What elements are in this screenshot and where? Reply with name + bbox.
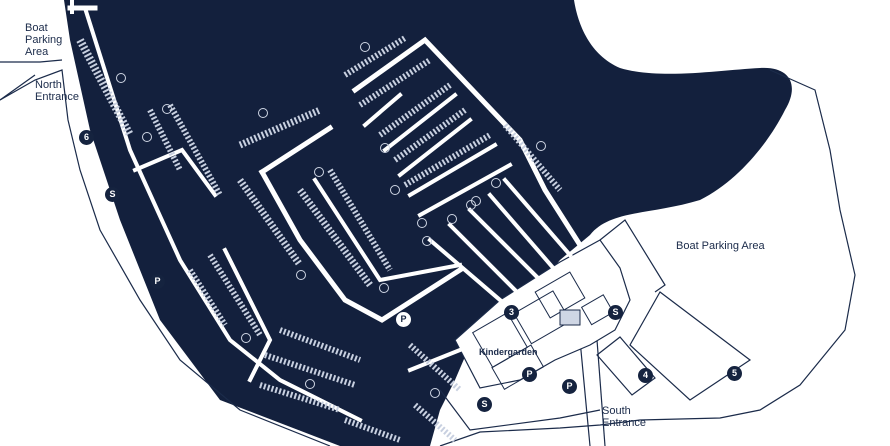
berth-marker xyxy=(116,73,126,83)
north-entrance-label: North Entrance xyxy=(35,79,80,103)
marker-4[interactable]: 4 xyxy=(638,368,653,383)
berth-marker xyxy=(422,236,432,246)
berth-marker xyxy=(447,214,457,224)
parking-marker-west[interactable]: P xyxy=(150,274,165,289)
marker-6[interactable]: 6 xyxy=(79,130,94,145)
marina-water xyxy=(64,0,792,446)
berth-marker xyxy=(142,132,152,142)
parking-marker-kindergarden[interactable]: P xyxy=(522,367,537,382)
parking-marker-water[interactable]: P xyxy=(396,312,411,327)
berth-marker xyxy=(430,388,440,398)
berth-marker xyxy=(390,185,400,195)
berth-marker xyxy=(305,379,315,389)
berth-marker xyxy=(471,196,481,206)
shoreline-outlines xyxy=(0,59,856,446)
parking-marker-south[interactable]: P xyxy=(562,379,577,394)
south-entrance-label: South Entrance xyxy=(602,405,647,429)
service-marker-south[interactable]: S xyxy=(477,397,492,412)
berth-slips xyxy=(76,35,563,443)
berth-marker xyxy=(241,333,251,343)
marker-3[interactable]: 3 xyxy=(504,305,519,320)
berth-marker xyxy=(417,218,427,228)
kindergarden-buildings xyxy=(471,271,614,390)
berth-marker xyxy=(379,283,389,293)
marker-5[interactable]: 5 xyxy=(727,366,742,381)
berth-marker xyxy=(296,270,306,280)
north-road xyxy=(0,74,36,101)
berth-marker xyxy=(162,104,172,114)
berth-marker xyxy=(258,108,268,118)
service-marker-west[interactable]: S xyxy=(105,187,120,202)
berth-marker xyxy=(360,42,370,52)
berth-marker xyxy=(380,143,390,153)
berth-marker xyxy=(536,141,546,151)
boat-parking-area-nw-label: Boat Parking Area xyxy=(25,22,63,58)
service-marker-center[interactable]: S xyxy=(608,305,623,320)
boat-parking-area-east-label: Boat Parking Area xyxy=(676,240,765,252)
berth-marker xyxy=(491,178,501,188)
kindergarden-label: Kindergarden xyxy=(479,347,538,357)
berth-marker xyxy=(314,167,324,177)
